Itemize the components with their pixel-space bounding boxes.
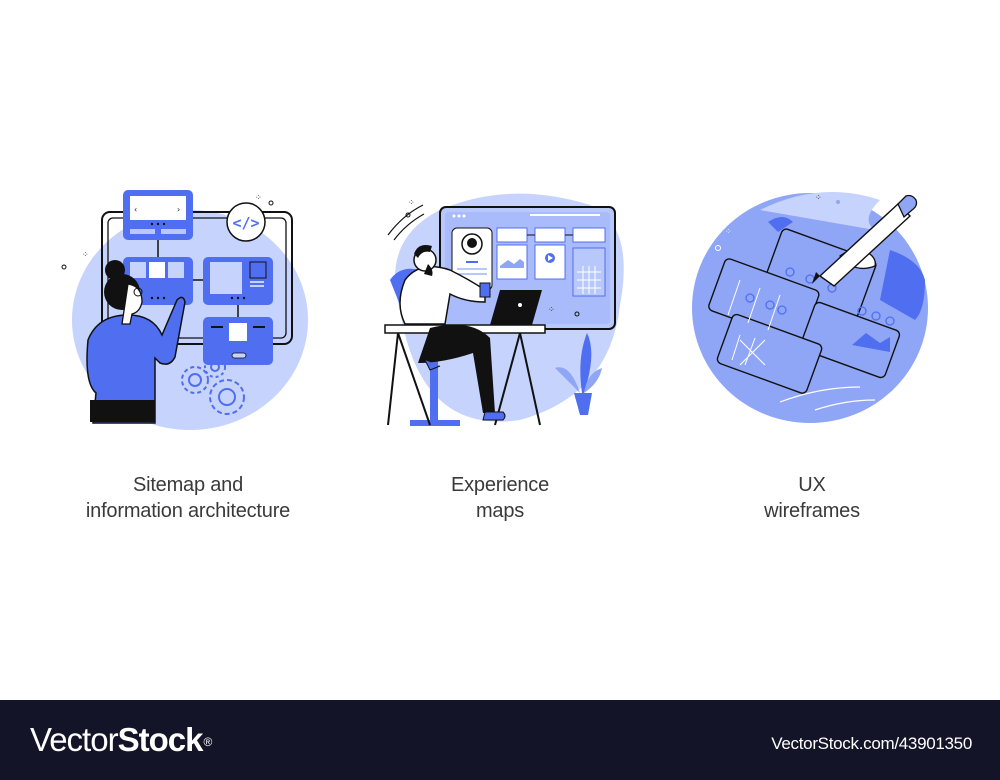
- sitemap-illustration: ‹ › </>: [60, 180, 320, 435]
- image-reference: VectorStock.com/43901350: [771, 734, 972, 753]
- caption-line-2: maps: [475, 500, 525, 522]
- caption-experience-maps: Experience maps: [350, 472, 650, 524]
- caption-line-1: Sitemap and: [132, 474, 244, 496]
- svg-text:›: ›: [177, 205, 180, 214]
- caption-ux-wireframes: UX wireframes: [662, 472, 962, 524]
- caption-line-1: Experience: [450, 474, 550, 496]
- svg-text:⁘: ⁘: [548, 305, 555, 314]
- logo-bold-text: Stock: [117, 721, 204, 758]
- svg-text:⁘: ⁘: [408, 198, 415, 207]
- caption-line-1: UX: [798, 474, 826, 496]
- caption-line-2: wireframes: [764, 500, 860, 522]
- registered-mark: ®: [203, 735, 212, 749]
- svg-text:‹: ‹: [134, 205, 137, 214]
- svg-text:⁘: ⁘: [725, 227, 732, 236]
- caption-sitemap: Sitemap and information architecture: [38, 472, 338, 524]
- svg-text:</>: </>: [232, 214, 259, 232]
- svg-text:⁘: ⁘: [255, 193, 262, 202]
- svg-text:⁘: ⁘: [815, 193, 822, 202]
- experience-maps-illustration: ⁘ ⁘: [370, 180, 630, 435]
- logo-light-text: Vector: [30, 721, 119, 758]
- svg-text:⁘: ⁘: [82, 250, 89, 259]
- watermark-footer: VectorStock® VectorStock.com/43901350: [0, 700, 1000, 780]
- illustration-canvas: ‹ › </>: [38, 180, 962, 524]
- caption-line-2: information architecture: [85, 500, 291, 522]
- ux-wireframes-illustration: ⁘ ⁘: [680, 180, 940, 435]
- vectorstock-logo: VectorStock®: [30, 720, 212, 760]
